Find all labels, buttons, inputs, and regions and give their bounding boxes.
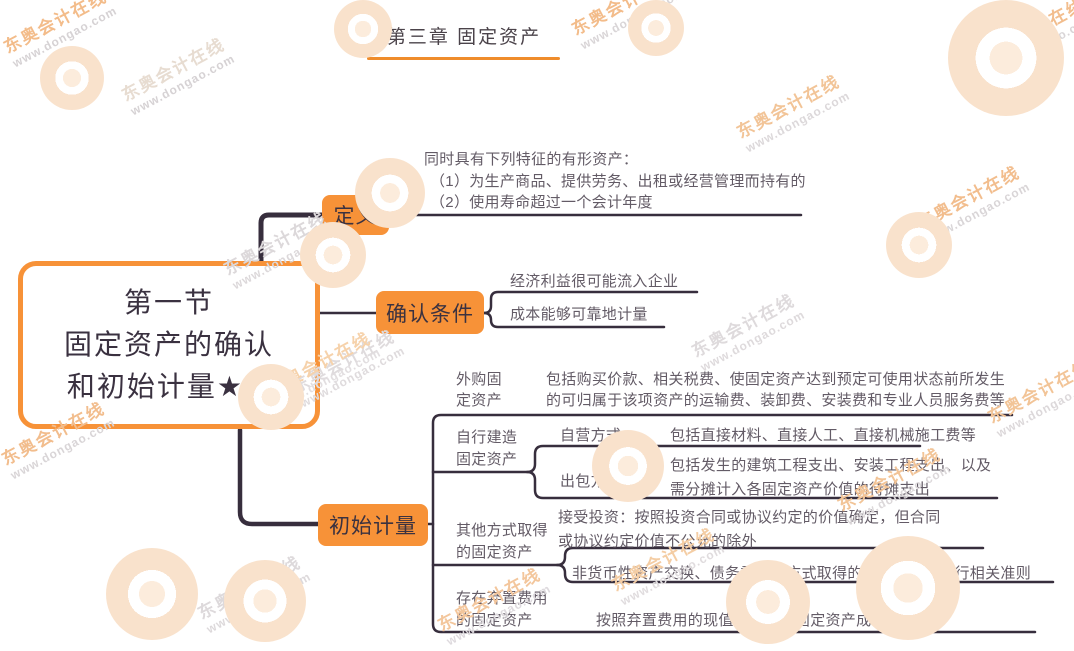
definition-item2: （2）使用寿命超过一个会计年度 (430, 194, 653, 211)
other-label-line2: 的固定资产 (456, 544, 533, 561)
root-line3: 和初始计量★★ (66, 371, 272, 402)
root-node[interactable]: 第一节 固定资产的确认 和初始计量★★ (18, 261, 320, 429)
purchased-desc-line1: 包括购买价款、相关税费、使固定资产达到预定可使用状态前所发生 (546, 371, 1006, 388)
other-nonmonetary: 非货币性资产交换、债务重组等方式取得的固定资产，执行相关准则 (572, 565, 1032, 582)
selfrun-desc: 包括直接材料、直接人工、直接机械施工费等 (670, 427, 977, 444)
disposal-label-line1: 存在弃置费用 (456, 590, 548, 607)
node-initial-measurement[interactable]: 初始计量 (318, 504, 428, 546)
root-line2: 固定资产的确认 (63, 329, 274, 360)
outsourced-desc-line1: 包括发生的建筑工程支出、安装工程支出、以及 (670, 457, 992, 474)
disposal-label-line2: 的固定资产 (456, 612, 533, 629)
title-underline (367, 57, 560, 60)
node-definition[interactable]: 定义 (322, 195, 389, 235)
link-root-initial (237, 427, 321, 527)
spine-down-disposal (431, 522, 1037, 634)
purchased-label-line2: 定资产 (456, 392, 502, 409)
recognition-cond1: 经济利益很可能流入企业 (510, 273, 679, 290)
purchased-label-line1: 外购固 (456, 371, 502, 388)
definition-item1: （1）为生产商品、提供劳务、出租或经营管理而持有的 (430, 173, 806, 190)
purchased-desc-line2: 的可归属于该项资产的运输费、装卸费、安装费和专业人员服务费等 (546, 392, 1006, 409)
other-label-line1: 其他方式取得 (456, 522, 548, 539)
disposal-desc: 按照弃置费用的现值计入相关固定资产成本 (596, 612, 887, 629)
other-invest-line2: 或协议约定价值不公允的除外 (558, 533, 757, 550)
root-line1: 第一节 (123, 287, 214, 318)
link-root-definition (258, 212, 325, 265)
selfbuilt-label-line2: 固定资产 (456, 451, 518, 468)
selfrun-label: 自营方式 (560, 427, 622, 444)
outsourced-desc-line2: 需分摊计入各固定资产价值的待摊支出 (670, 481, 931, 498)
chapter-title: 第三章 固定资产 (386, 27, 542, 48)
branch-other-down (555, 563, 1055, 584)
definition-intro: 同时具有下列特征的有形资产： (424, 151, 639, 168)
recognition-cond2: 成本能够可靠地计量 (510, 306, 648, 323)
other-invest-line1: 接受投资：按照投资合同或协议约定的价值确定，但合同 (558, 509, 941, 526)
branch-selfbuilt-down (525, 470, 999, 500)
outsourced-label: 出包方式 (560, 473, 622, 490)
node-recognition[interactable]: 确认条件 (376, 291, 484, 334)
underline-cond2 (482, 311, 666, 329)
selfbuilt-label-line1: 自行建造 (456, 429, 518, 446)
